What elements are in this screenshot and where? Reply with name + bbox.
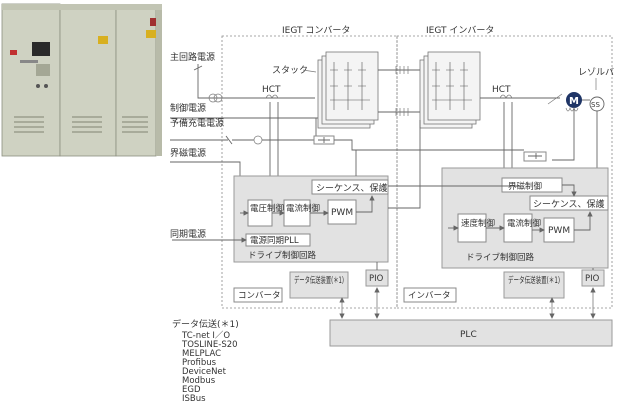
inverter-outline — [396, 35, 613, 309]
plc-box — [329, 319, 613, 347]
pwm-right: PWM — [548, 226, 570, 236]
pwm-left: PWM — [331, 208, 353, 218]
inverter-label: インバータ — [408, 291, 451, 301]
speed-ctrl: 速度制御 — [461, 218, 495, 229]
pio-right: PIO — [585, 274, 600, 284]
motor-icon — [566, 92, 582, 108]
pwm-left-box — [327, 199, 357, 225]
protocol-item: ISBus — [182, 394, 206, 404]
sequence-protect-right-box — [529, 195, 609, 211]
protocol-item: DeviceNet — [182, 367, 227, 377]
converter-title: IEGT コンバータ — [282, 25, 350, 36]
protocol-item: EGD — [182, 385, 201, 395]
data-transmission-title: データ伝送(＊1) — [172, 318, 239, 330]
data-tx-right: データ伝送装置(＊1) — [508, 275, 560, 286]
current-ctrl-right-box — [503, 213, 533, 243]
control-power-label: 制御電源 — [170, 102, 206, 114]
drive-ctrl-right: ドライブ制御回路 — [466, 252, 535, 263]
data-tx-left-box — [289, 271, 349, 299]
protocol-item: TC-net I／O — [181, 331, 230, 341]
current-ctrl-left: 電流制御 — [286, 203, 320, 214]
sequence-protect-left: シーケンス、保護 — [316, 182, 388, 194]
precharge-power-label: 予備充電電源 — [170, 117, 224, 129]
sync-power-label: 同期電源 — [170, 229, 206, 240]
protocol-item: MELPLAC — [182, 349, 221, 359]
protocol-item: TOSLINE-S20 — [181, 340, 238, 350]
cabinet-image — [1, 3, 162, 157]
converter-stack — [317, 51, 379, 129]
current-ctrl-right: 電流制御 — [507, 218, 541, 229]
main-circuit-power-label: 主回路電源 — [170, 51, 215, 63]
stack-label: スタック — [272, 65, 308, 76]
sequence-protect-left-box — [311, 179, 389, 195]
inverter-title: IEGT インバータ — [426, 25, 494, 36]
protocol-item: Modbus — [182, 376, 216, 386]
inverter-tag — [403, 287, 457, 303]
pll: 電源同期PLL — [250, 236, 299, 246]
data-tx-left: データ伝送装置(＊1) — [294, 275, 344, 286]
sequence-protect-right: シーケンス、保護 — [533, 198, 605, 210]
converter-tag — [233, 287, 283, 303]
field-ctrl: 界磁制御 — [508, 181, 542, 192]
protocol-list: TC-net I／O TOSLINE-S20 MELPLAC Profibus … — [181, 331, 238, 404]
voltage-ctrl: 電圧制御 — [250, 203, 284, 214]
resolver-symbol: SS — [591, 101, 600, 109]
current-ctrl-left-box — [283, 199, 311, 227]
plc-label: PLC — [460, 330, 477, 340]
converter-outline — [221, 35, 398, 309]
pio-left: PIO — [369, 274, 384, 284]
protocol-item: Profibus — [182, 358, 217, 368]
data-tx-right-box — [503, 271, 565, 299]
hct-right-label: HCT — [492, 85, 511, 95]
drive-ctrl-left: ドライブ制御回路 — [248, 250, 317, 261]
resolver-label: レゾルバ — [578, 67, 614, 78]
converter-label: コンバータ — [238, 291, 281, 301]
hct-left-label: HCT — [262, 85, 281, 95]
motor-symbol: M — [569, 96, 579, 107]
inverter-stack — [419, 51, 481, 129]
field-power-label: 界磁電源 — [170, 147, 206, 159]
